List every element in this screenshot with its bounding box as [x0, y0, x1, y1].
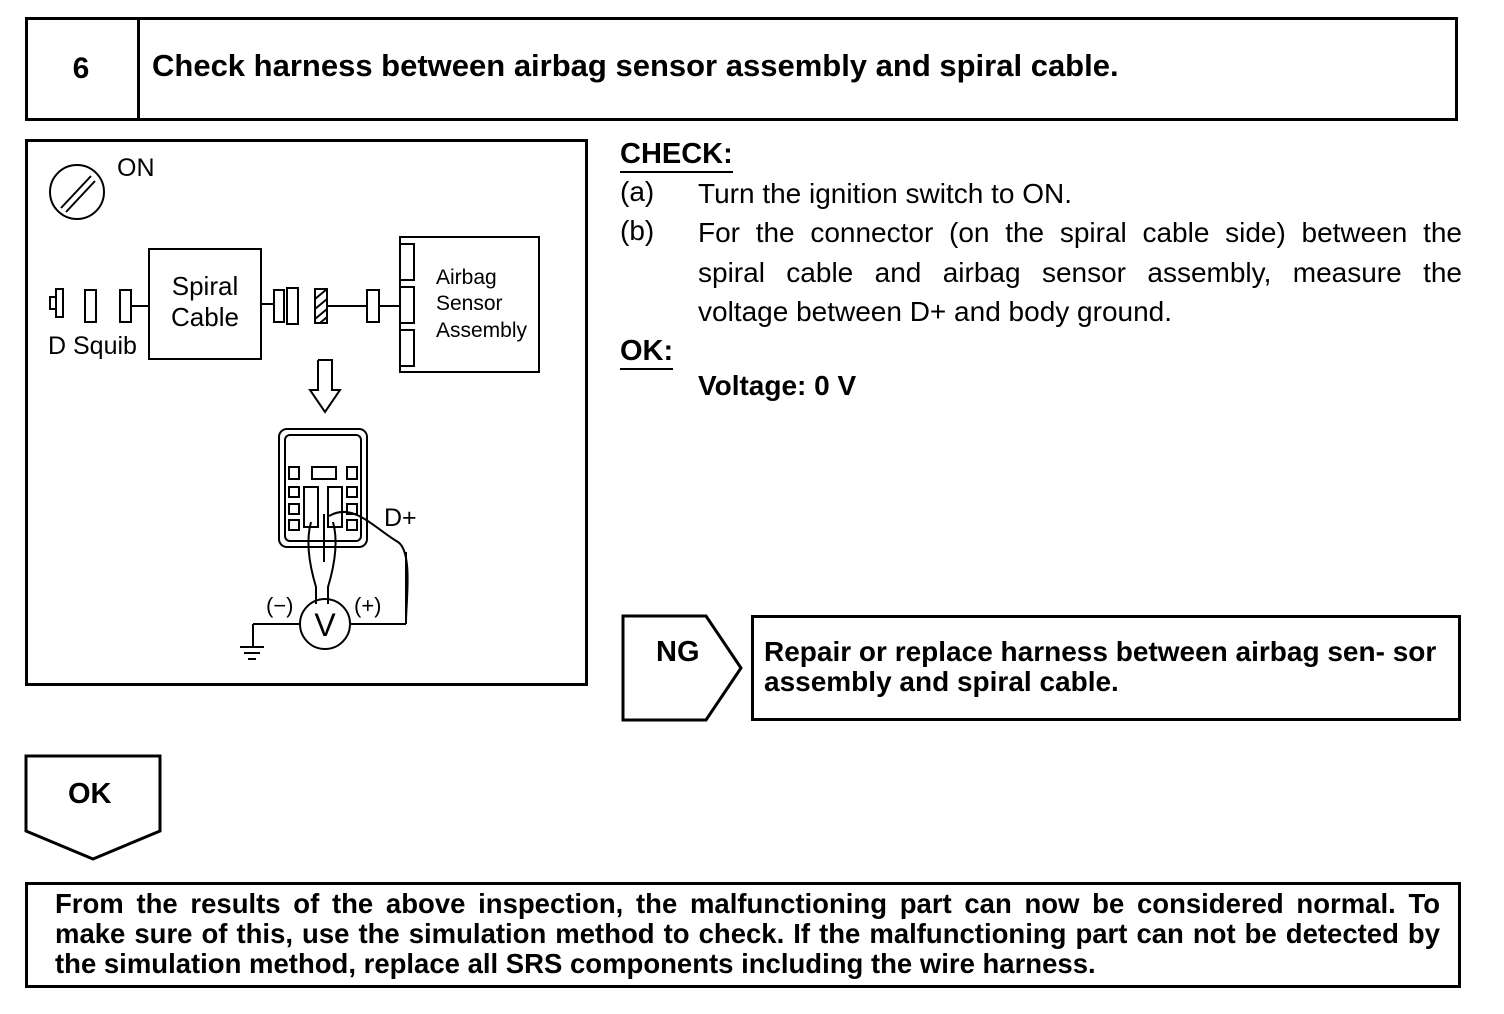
ng-tag-shape: [621, 614, 743, 722]
ignition-on-label: ON: [117, 154, 155, 182]
conclusion-text: From the results of the above inspection…: [55, 888, 1440, 979]
airbag-label-2: Sensor: [436, 292, 503, 315]
wiring-diagram: ON D Squib Spiral Cable: [25, 139, 588, 686]
ok-tag-shape: [24, 754, 162, 861]
d-plus-label: D+: [384, 504, 417, 532]
ng-branch-tag: NG: [620, 613, 746, 728]
d-squib-label: D Squib: [48, 332, 137, 360]
step-header: [25, 17, 1458, 121]
ok-heading: OK:: [620, 334, 674, 370]
ok-tag-label: OK: [68, 778, 112, 810]
minus-terminal-label: (−): [266, 593, 294, 618]
check-step-b-text: For the connector (on the spiral cable s…: [698, 217, 1462, 327]
sensor-side-connector: [314, 288, 400, 324]
ground-icon: [240, 646, 264, 660]
spiral-cable-label-1: Spiral: [172, 271, 238, 301]
voltmeter-icon: [252, 552, 407, 650]
ok-voltage-value: Voltage: 0 V: [698, 370, 857, 401]
airbag-label-3: Assembly: [436, 319, 528, 342]
check-step-a-text: Turn the ignition switch to ON.: [698, 178, 1073, 209]
airbag-sensor-assembly-box: [399, 236, 540, 373]
check-heading: CHECK:: [620, 137, 733, 173]
ng-action-text: Repair or replace harness between airbag…: [764, 636, 1437, 697]
step-title: Check harness between airbag sensor asse…: [152, 48, 1119, 83]
d-squib-connector: [49, 288, 149, 323]
plus-terminal-label: (+): [354, 593, 382, 618]
ignition-key-icon: [49, 164, 105, 220]
conclusion-box: [25, 882, 1461, 988]
airbag-label-1: Airbag: [436, 266, 497, 289]
check-step-a-letter: (a): [620, 176, 655, 207]
step-number: 6: [25, 17, 140, 121]
spiral-cable-label-2: Cable: [171, 302, 239, 332]
voltmeter-label: V: [314, 607, 336, 643]
check-step-b-letter: (b): [620, 215, 655, 246]
ok-branch-tag: OK: [23, 753, 163, 868]
ng-tag-label: NG: [656, 636, 700, 668]
diagram-svg: ON D Squib Spiral Cable: [48, 154, 540, 660]
down-arrow-icon: [308, 359, 342, 414]
spiral-side-connector: [261, 287, 299, 325]
ng-action-box: [751, 615, 1461, 721]
connector-front-view: [278, 428, 409, 623]
